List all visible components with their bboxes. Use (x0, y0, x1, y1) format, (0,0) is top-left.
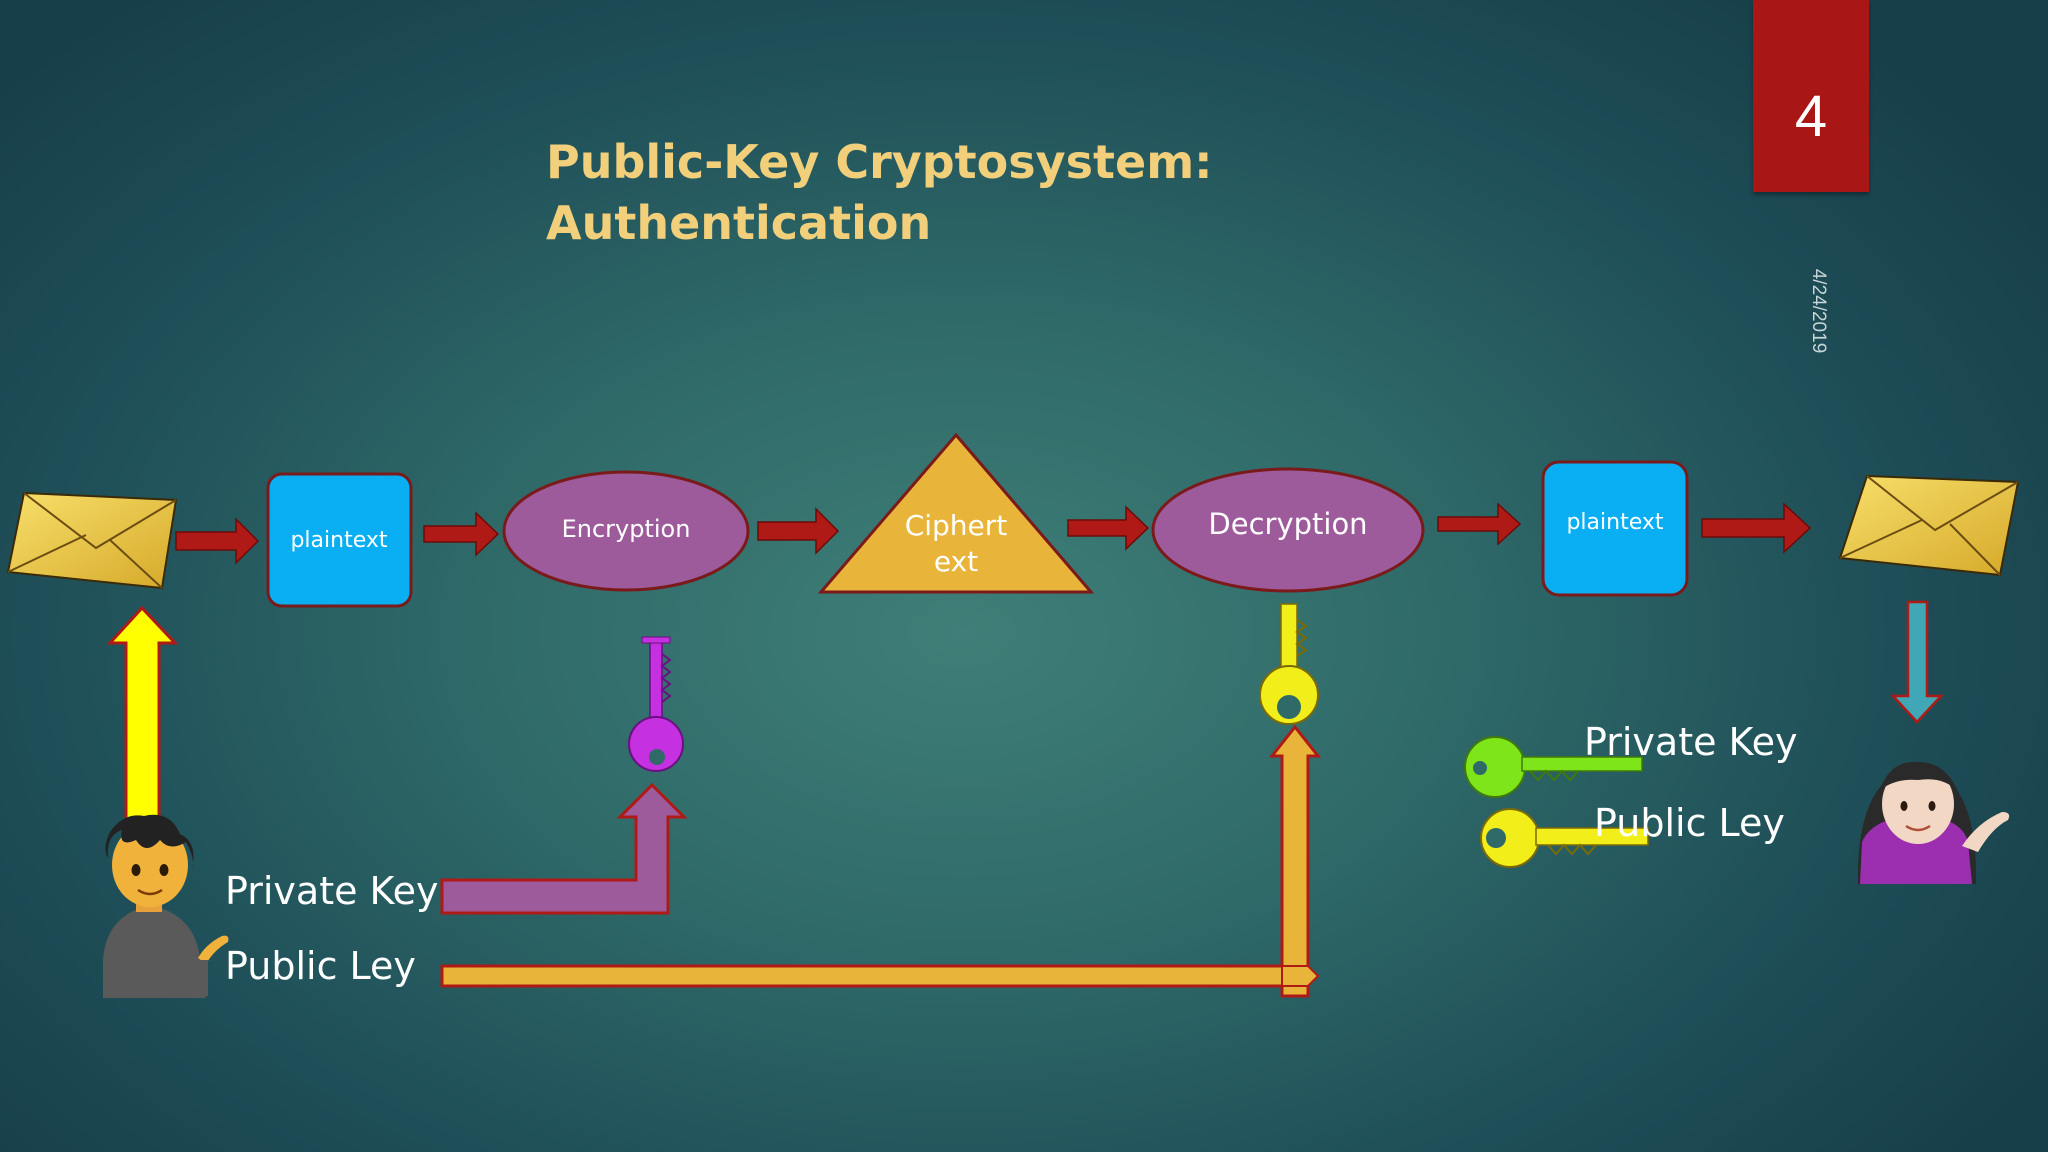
slide-title-line2: Authentication (546, 196, 932, 250)
slide-title-line1: Public-Key Cryptosystem: (546, 135, 1213, 189)
public-key-path-arrow (440, 724, 1322, 998)
plaintext-box-left: plaintext (266, 472, 413, 608)
encryption-oval: Encryption (502, 470, 750, 592)
slide-number: 4 (1794, 84, 1828, 149)
key-icon (628, 636, 684, 772)
boy-person-icon (103, 814, 229, 998)
ciphertext-triangle: Ciphert ext (817, 432, 1095, 594)
plaintext-label-left: plaintext (290, 528, 387, 553)
slide-number-badge: 4 (1753, 0, 1869, 192)
plaintext-label-right: plaintext (1566, 510, 1663, 535)
flow-arrow (1701, 502, 1812, 554)
envelope-icon (1838, 474, 2020, 577)
flow-arrow (757, 507, 840, 555)
decryption-label: Decryption (1208, 507, 1367, 541)
flow-arrow (1437, 502, 1522, 546)
key-icon (1480, 808, 1649, 868)
key-icon (1259, 603, 1319, 725)
woman-person-icon (1857, 761, 2010, 884)
flow-arrow (1067, 505, 1150, 551)
sender-up-arrow (106, 605, 179, 834)
envelope-icon (6, 491, 178, 590)
flow-arrow (423, 511, 500, 557)
sender-public-key-label: Public Ley (225, 944, 416, 988)
receiver-private-key-label: Private Key (1584, 720, 1798, 764)
receiver-public-key-label: Public Ley (1594, 801, 1785, 845)
key-icon (1464, 736, 1643, 798)
decryption-oval: Decryption (1151, 467, 1425, 593)
sender-private-key-label: Private Key (225, 869, 439, 913)
slide-title: Public-Key Cryptosystem: Authentication (546, 132, 1306, 254)
plaintext-box-right: plaintext (1541, 460, 1689, 597)
flow-arrow (175, 517, 260, 565)
private-key-path-arrow (440, 782, 688, 915)
ciphertext-label-line1: Ciphert (905, 509, 1008, 542)
receiver-down-arrow (1890, 600, 1944, 724)
encryption-label: Encryption (562, 515, 691, 543)
ciphertext-label-line2: ext (934, 545, 978, 578)
